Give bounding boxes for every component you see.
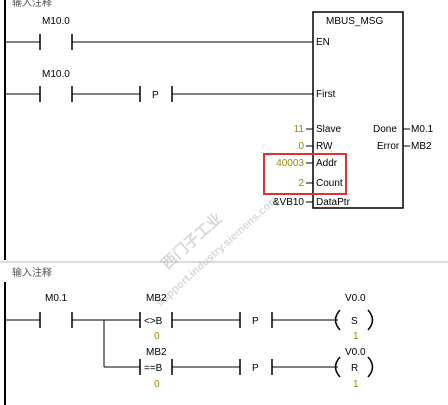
watermark: 西门子工业 support.industry.siemens.com [154,194,281,310]
compare-operator: <>B [144,316,163,327]
edge-label: P [252,316,259,327]
count-value[interactable]: 2 [298,178,304,189]
compare-operand-1: MB2 [146,347,167,358]
done-output[interactable]: M0.1 [411,124,434,135]
contact-label: M10.0 [42,69,70,80]
watermark-text-1: 西门子工业 [158,209,226,273]
contact-m10-en[interactable] [39,34,73,50]
pin-done: Done [373,124,397,135]
pin-slave: Slave [316,124,341,135]
contact-label: M10.0 [42,16,70,27]
slave-value[interactable]: 11 [294,124,305,135]
coil-count: 1 [353,331,359,342]
error-output[interactable]: MB2 [411,141,432,152]
compare-operand-2: 0 [154,331,160,342]
pin-en: EN [316,37,330,48]
contact-m10-first[interactable] [39,86,73,102]
coil-type: S [351,316,358,327]
network1-comment[interactable]: 输入注释 [12,0,52,9]
reset-coil[interactable] [334,356,374,378]
addr-value[interactable]: 40003 [276,158,304,169]
pin-dataptr: DataPtr [316,197,351,208]
coil-address: V0.0 [345,347,366,358]
coil-type: R [351,363,358,374]
network2-comment[interactable]: 输入注释 [12,266,52,279]
dataptr-value[interactable]: &VB10 [273,197,305,208]
edge-label: P [152,90,159,101]
pin-error: Error [377,141,400,152]
mbus-msg-box[interactable] [312,11,404,209]
rw-value[interactable]: 0 [298,141,304,152]
contact-m0-1[interactable] [39,312,73,328]
compare-operand-1: MB2 [146,293,167,304]
coil-count: 1 [353,379,359,390]
pin-count: Count [316,178,343,189]
compare-operand-2: 0 [154,379,160,390]
edge-label: P [252,363,259,374]
compare-operator: ==B [144,363,163,374]
contact-label: M0.1 [45,293,68,304]
highlight-box [263,153,347,195]
box-title: MBUS_MSG [326,16,383,27]
pin-addr: Addr [316,158,338,169]
pin-first: First [316,89,336,100]
coil-address: V0.0 [345,293,366,304]
pin-rw: RW [316,141,333,152]
